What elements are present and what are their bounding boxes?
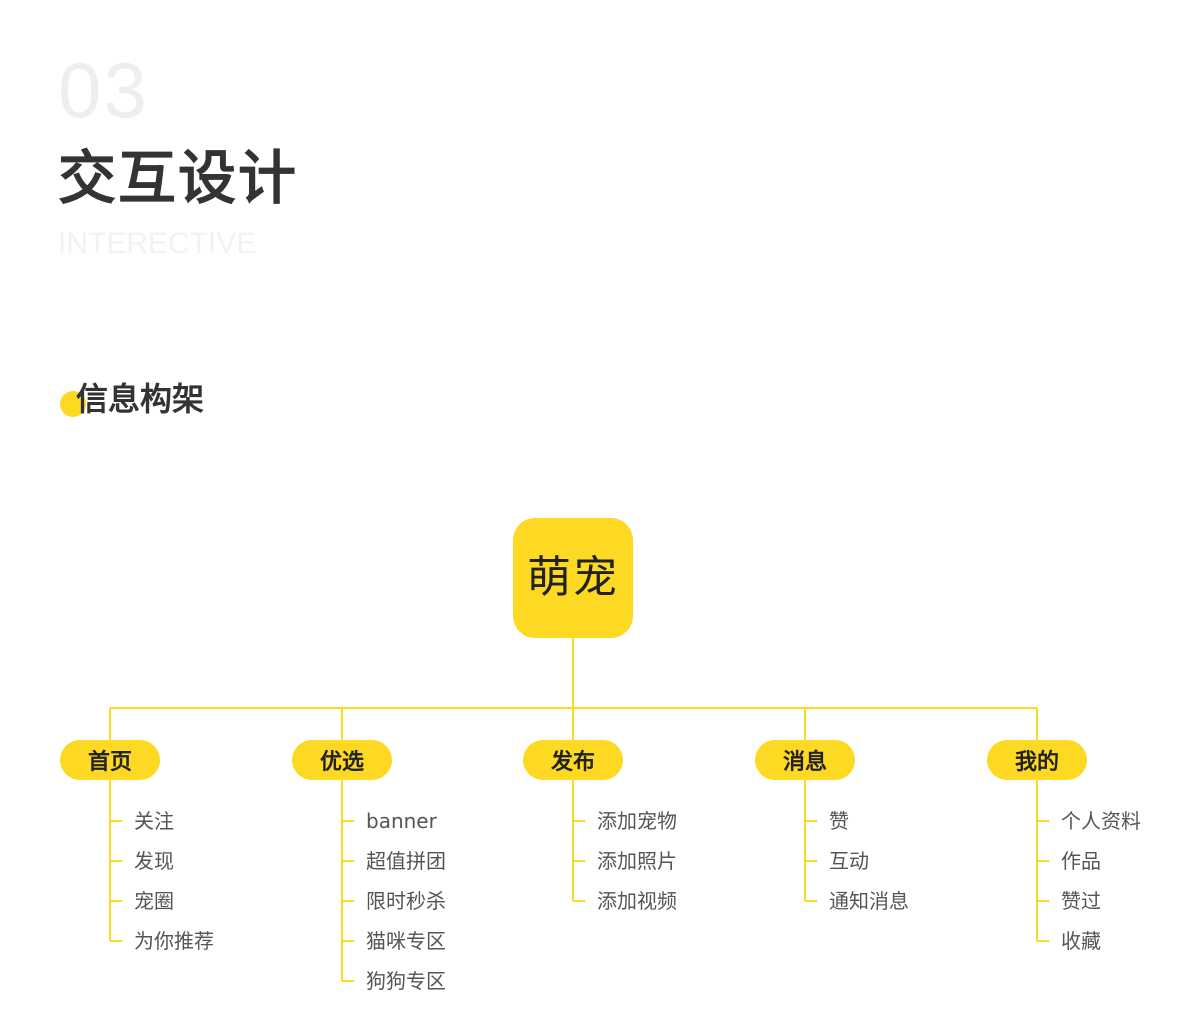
app-logo-text: 萌宠 [527,552,619,603]
leaf-item: 超值拼团 [366,849,446,873]
branch-node: 发布 [523,740,623,780]
leaf-item: 宠圈 [134,889,174,913]
leaf-item: 收藏 [1061,929,1101,953]
leaf-item: 个人资料 [1061,809,1141,833]
branch-node: 我的 [987,740,1087,780]
branch-node: 首页 [60,740,160,780]
leaf-item: 为你推荐 [134,929,214,953]
section-heading: 信息构架 [76,380,205,418]
leaf-item: 作品 [1061,849,1101,873]
heading-dot-icon [60,391,86,417]
leaf-item: 通知消息 [829,889,909,913]
leaf-item: 关注 [134,809,174,833]
leaf-item: 添加视频 [597,889,677,913]
leaf-item: 互动 [829,849,869,873]
section-number: 03 [58,46,149,134]
page-title: 交互设计 [58,144,299,212]
app-logo-icon: 萌宠 [513,518,633,638]
leaf-item: 猫咪专区 [366,929,446,953]
leaf-item: 添加照片 [597,849,677,873]
leaf-item: 狗狗专区 [366,969,446,993]
branch-node: 优选 [292,740,392,780]
leaf-item: 发现 [134,849,174,873]
leaf-item: 赞过 [1061,889,1101,913]
page-subtitle: INTERECTIVE [58,227,257,260]
leaf-item: 赞 [829,809,849,833]
leaf-item: 限时秒杀 [366,889,446,913]
leaf-item: banner [366,809,437,833]
leaf-item: 添加宠物 [597,809,677,833]
branch-node: 消息 [755,740,855,780]
